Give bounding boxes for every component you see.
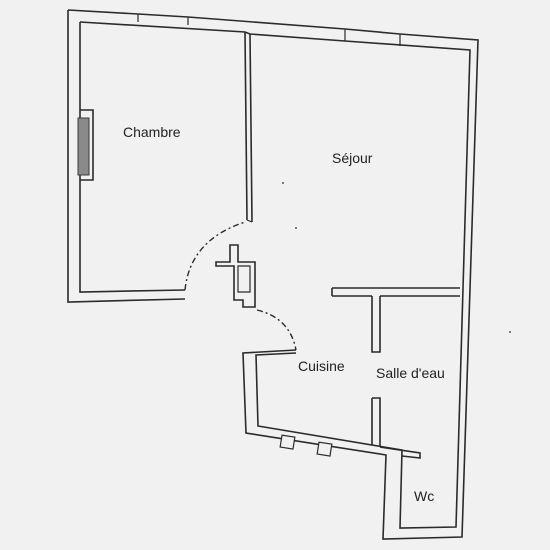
partition-left-line bbox=[244, 31, 248, 221]
kitchen-window-2 bbox=[316, 441, 333, 457]
kitchen-window-1 bbox=[279, 434, 296, 450]
speck-3 bbox=[509, 331, 511, 333]
cuisine-door-swing bbox=[256, 309, 297, 351]
kitchen-windows bbox=[279, 434, 333, 457]
inner-wall-outline bbox=[79, 21, 471, 529]
wc-top-wall bbox=[379, 446, 421, 459]
partition-end bbox=[246, 219, 253, 223]
partition-right-line bbox=[249, 33, 253, 223]
central-duct bbox=[215, 244, 256, 308]
chambre-radiator bbox=[77, 109, 94, 181]
partition-wc bbox=[379, 446, 421, 459]
bath-left-wall-lower bbox=[371, 397, 381, 447]
room-label-chambre: Chambre bbox=[123, 124, 181, 140]
door-swings bbox=[184, 221, 297, 351]
partition-sejour-bath bbox=[331, 287, 460, 297]
room-label-sejour: Séjour bbox=[332, 150, 373, 166]
duct-inner bbox=[237, 265, 251, 293]
outer-walls bbox=[67, 9, 479, 540]
speck-1 bbox=[282, 182, 284, 184]
plan-specks bbox=[282, 182, 511, 333]
partition-cuisine-bath bbox=[371, 296, 381, 447]
chambre-door-swing bbox=[184, 221, 246, 291]
partition-chambre-sejour bbox=[244, 31, 253, 223]
bath-left-wall-upper bbox=[371, 296, 381, 353]
radiator bbox=[77, 117, 90, 176]
radiator-niche bbox=[80, 109, 94, 181]
duct-outline bbox=[215, 244, 256, 308]
speck-2 bbox=[295, 227, 297, 229]
room-label-wc: Wc bbox=[414, 488, 434, 504]
room-label-salle-eau: Salle d'eau bbox=[376, 365, 445, 381]
outer-wall-outline bbox=[67, 9, 479, 540]
top-windows bbox=[137, 14, 401, 46]
room-label-cuisine: Cuisine bbox=[298, 358, 345, 374]
bath-top-wall bbox=[331, 287, 460, 297]
